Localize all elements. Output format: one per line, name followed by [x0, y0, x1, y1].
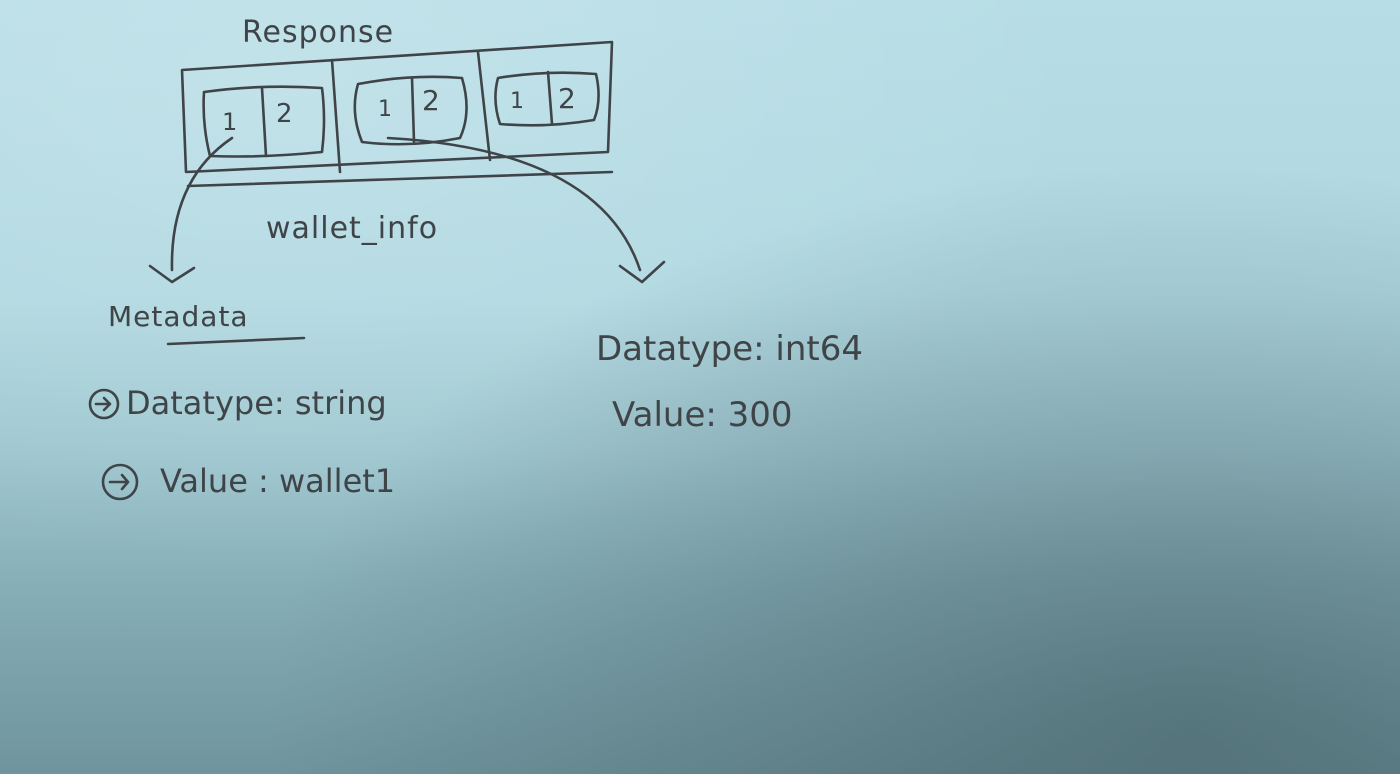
bullet-1-icon: [88, 388, 120, 420]
metadata-arrow-line: [170, 136, 234, 272]
cell-2-slot-a: 1: [378, 97, 392, 122]
value-arrow-head: [618, 260, 666, 284]
array-cell-1: 1 2: [202, 85, 326, 158]
bullet-2-icon: [101, 463, 139, 501]
value-arrow-line: [386, 136, 642, 272]
metadata-heading: Metadata: [108, 300, 249, 333]
cell-divider-2: [476, 50, 492, 162]
wallet-info-label: wallet_info: [266, 211, 438, 246]
cell-1-split: [260, 86, 268, 158]
cell-3-slot-a: 1: [510, 89, 524, 114]
wallet-info-array-box: [180, 40, 614, 174]
bullet-2-arrow-icon: [108, 473, 130, 491]
cell-1-pair-box: [202, 85, 326, 158]
cell-3-pair-box: [494, 71, 600, 127]
metadata-arrow-head: [148, 264, 196, 284]
array-cell-2: 1 2: [353, 75, 468, 146]
response-title: Response: [242, 15, 394, 50]
metadata-datatype-line: Datatype: string: [126, 384, 387, 422]
value-datatype-line: Datatype: int64: [596, 329, 863, 369]
bullet-1-arrow-icon: [94, 396, 112, 412]
cell-1-slot-b: 2: [276, 99, 293, 129]
cell-3-split: [546, 70, 554, 126]
metadata-value-line: Value : wallet1: [160, 462, 395, 500]
array-underline: [186, 170, 614, 188]
cell-2-pair-box: [353, 75, 468, 146]
value-value-line: Value: 300: [612, 395, 793, 435]
cell-divider-1: [330, 58, 342, 174]
cell-3-slot-b: 2: [558, 82, 576, 115]
array-cell-3: 1 2: [494, 70, 600, 127]
cell-1-slot-a: 1: [222, 108, 237, 136]
cell-2-split: [410, 76, 416, 144]
metadata-underline: [166, 336, 306, 346]
cell-2-slot-b: 2: [422, 84, 440, 117]
